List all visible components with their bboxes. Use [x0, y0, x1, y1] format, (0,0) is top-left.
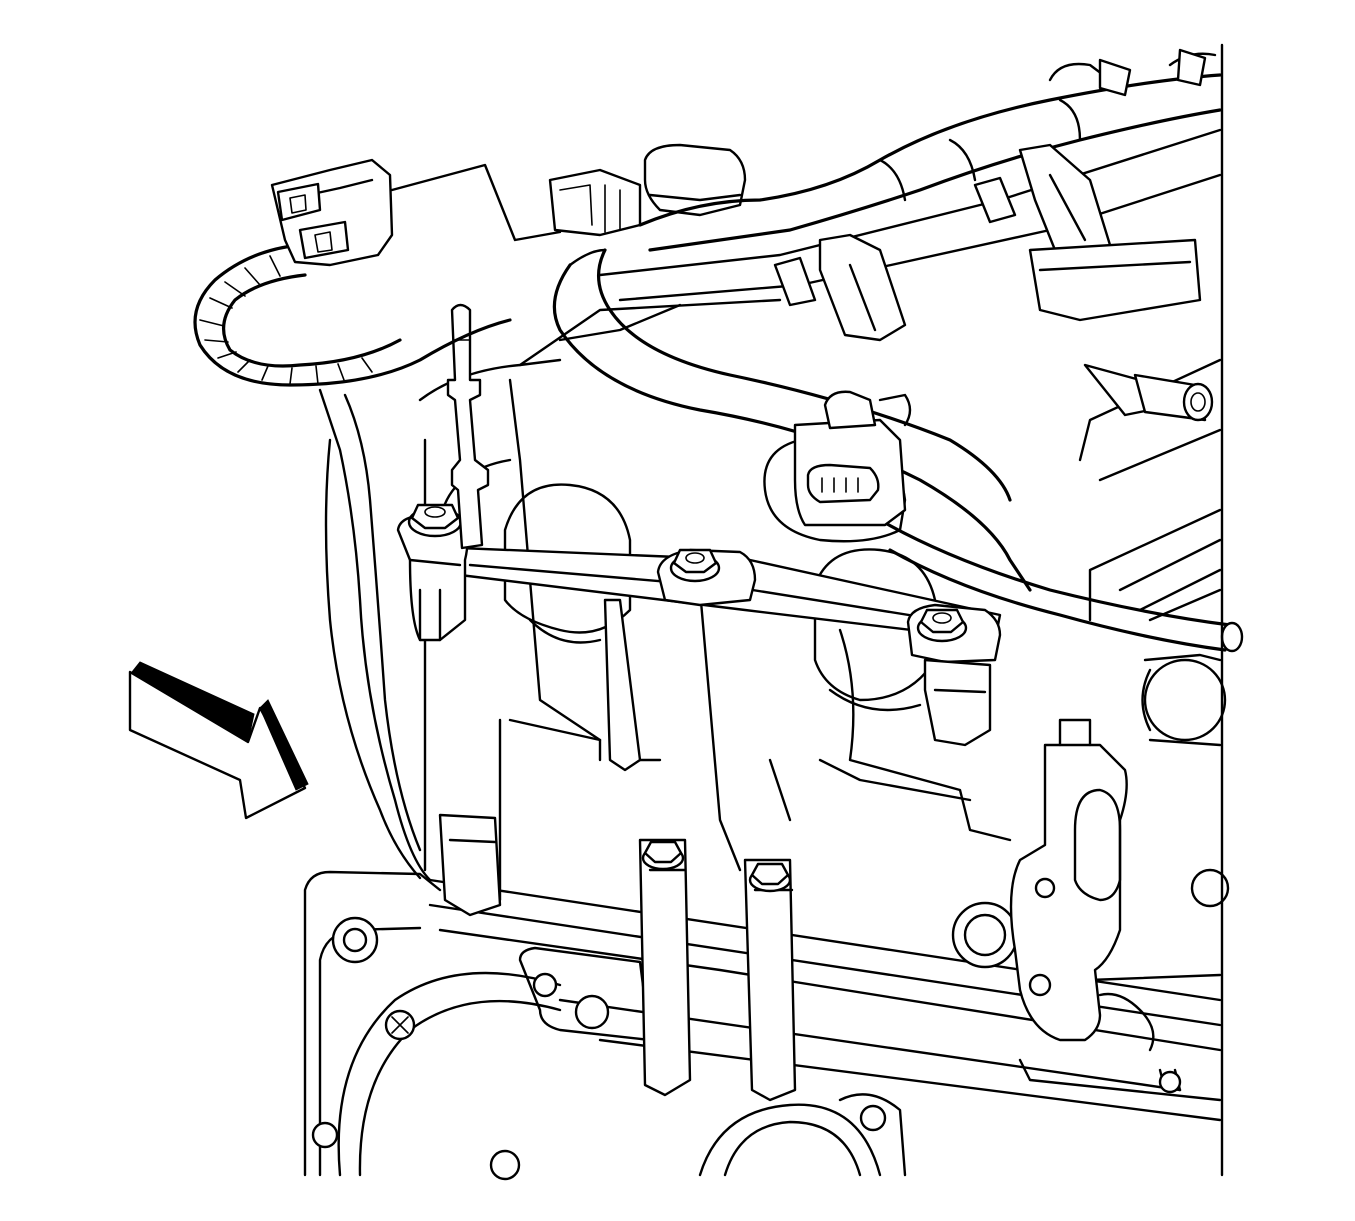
bolt-icon — [748, 862, 792, 893]
wiring-harness — [193, 243, 512, 882]
ignition-coil-boots — [396, 513, 992, 1102]
electrical-connector-main — [270, 158, 562, 267]
timing-cover — [303, 870, 907, 1181]
bolt-fasteners — [407, 503, 968, 893]
bolt-icon — [407, 503, 463, 538]
sensor-rod — [446, 303, 490, 550]
bolt-icon — [916, 608, 968, 643]
camshaft-cover — [418, 298, 1222, 902]
coolant-hose — [552, 248, 1244, 653]
bolt-icon — [641, 840, 685, 871]
top-harness — [548, 48, 1222, 342]
bolt-icon — [669, 548, 721, 583]
direction-arrow-icon — [128, 661, 309, 820]
hose-fitting — [1083, 363, 1214, 422]
electrical-connector-sensor — [763, 390, 912, 543]
mounting-bracket — [1009, 718, 1128, 1042]
